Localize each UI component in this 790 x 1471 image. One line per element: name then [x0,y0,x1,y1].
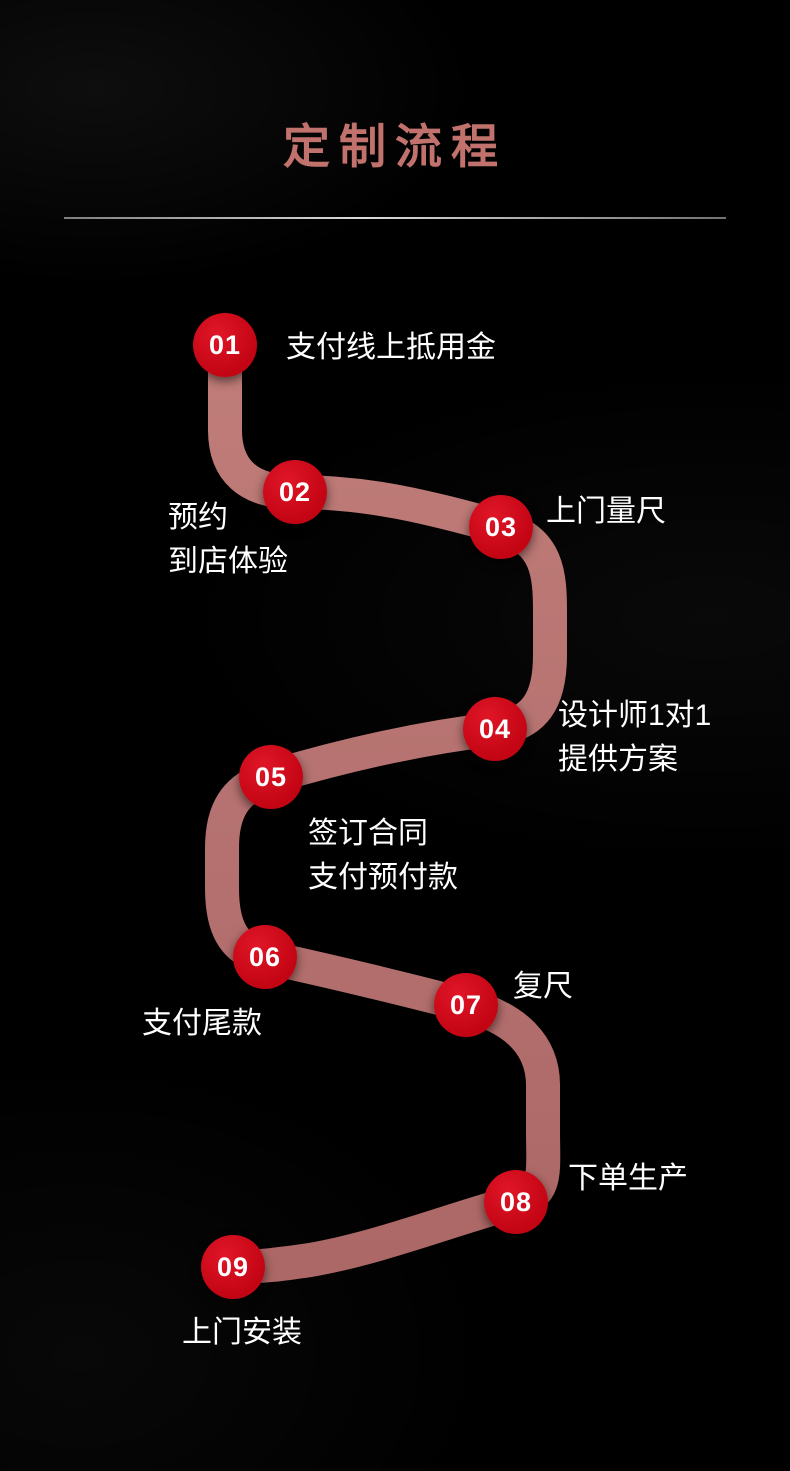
step-02-label: 预约 到店体验 [168,496,288,584]
section-title: 定制流程 [283,120,507,173]
step-08-label-line: 下单生产 [568,1162,688,1195]
step-09-label: 上门安装 [182,1311,302,1355]
step-07-badge: 07 [434,973,498,1037]
step-06-badge: 06 [233,925,297,989]
step-01-label: 支付线上抵用金 [286,326,496,370]
step-08-badge: 08 [484,1170,548,1234]
title-divider [64,217,726,219]
step-07-label-line: 复尺 [513,970,573,1003]
step-03-label-line: 上门量尺 [546,495,666,528]
step-03-badge: 03 [469,495,533,559]
step-02-badge: 02 [263,460,327,524]
step-08-label: 下单生产 [568,1157,688,1201]
step-09-label-line: 上门安装 [182,1316,302,1349]
step-06-label-line: 支付尾款 [142,1007,262,1040]
step-04-badge: 04 [463,697,527,761]
step-03-label: 上门量尺 [546,490,666,534]
step-06-label: 支付尾款 [142,1002,262,1046]
step-07-label: 复尺 [513,965,573,1009]
step-09-badge: 09 [201,1235,265,1299]
step-02-label-line-2: 到店体验 [168,545,288,578]
step-05-label-line-1: 签订合同 [308,817,428,850]
step-04-label: 设计师1对1 提供方案 [558,694,711,782]
step-04-label-line-1: 设计师1对1 [558,699,712,732]
step-01-badge: 01 [193,313,257,377]
step-01-label-line: 支付线上抵用金 [286,331,496,364]
step-04-label-line-2: 提供方案 [558,743,678,776]
step-05-label-line-2: 支付预付款 [308,861,458,894]
step-05-badge: 05 [239,745,303,809]
step-05-label: 签订合同 支付预付款 [308,812,458,900]
step-02-label-line-1: 预约 [168,501,228,534]
